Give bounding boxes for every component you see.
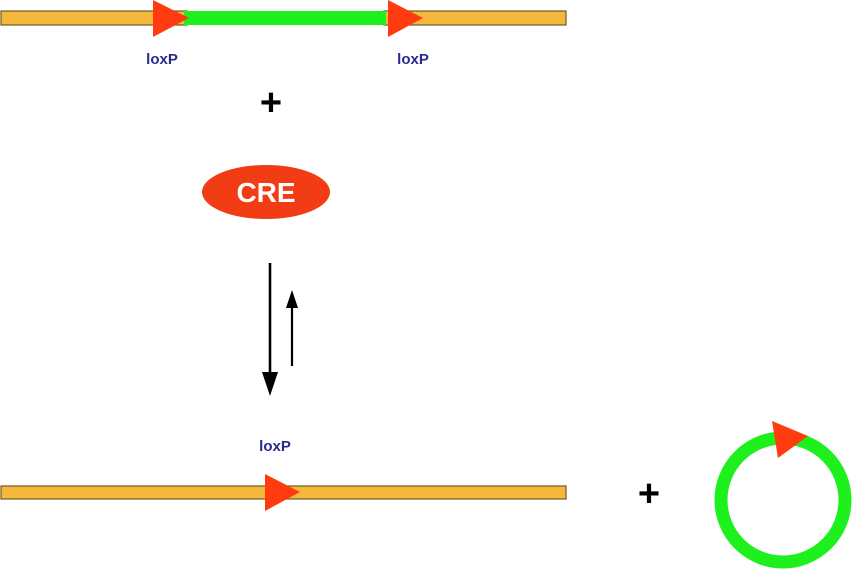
product-linear-dna: loxP <box>0 438 567 511</box>
circular-dna-ring <box>714 431 852 569</box>
loxp-site-right <box>388 0 423 37</box>
cre-enzyme: CRE <box>202 165 330 219</box>
plus-sign-1: + <box>260 82 282 124</box>
equilibrium-arrows <box>262 263 298 396</box>
cre-label: CRE <box>236 177 295 208</box>
loxp-label-right: loxP <box>397 51 429 68</box>
substrate-dna: loxP loxP <box>0 0 567 68</box>
cre-ellipse <box>202 165 330 219</box>
loxp-site-circle <box>772 421 808 458</box>
arrow-up-icon <box>286 290 298 366</box>
circular-dna-icon <box>714 421 852 569</box>
loxp-label-left: loxP <box>146 51 178 68</box>
loxp-site-product <box>265 474 300 511</box>
arrow-down-icon <box>262 263 278 396</box>
floxed-segment <box>184 11 386 25</box>
loxp-label-product: loxP <box>259 438 291 455</box>
plus-sign-2: + <box>638 473 660 515</box>
loxp-site-left <box>153 0 189 37</box>
